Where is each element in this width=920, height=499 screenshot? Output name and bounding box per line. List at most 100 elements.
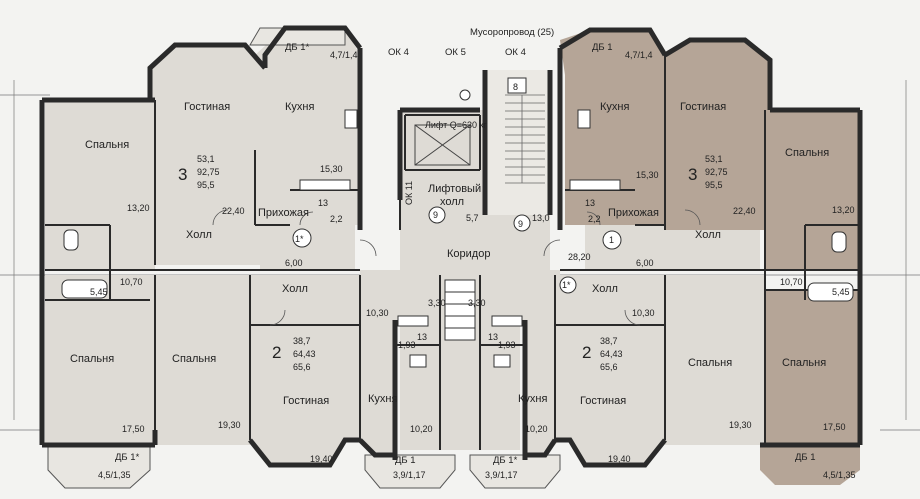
stair-number: 8 xyxy=(513,82,518,92)
tl-kitchen-label: Кухня xyxy=(285,101,314,113)
balcony-area-top-left: 4,7/1,4 xyxy=(330,50,358,60)
markers xyxy=(292,89,622,294)
tr-corridor-area: 6,00 xyxy=(636,258,654,268)
bl-wc-area: 1,93 xyxy=(398,340,416,350)
chute-label: Мусоропровод (25) xyxy=(470,27,554,38)
tl-bedroom-area: 13,20 xyxy=(127,203,150,213)
tl-living-label: Гостиная xyxy=(184,101,230,113)
tl-bedroom-label: Спальня xyxy=(85,139,129,151)
tr-marker: 1 xyxy=(609,235,614,245)
bl-area-living: 38,7 xyxy=(293,336,311,346)
br-marker: 1* xyxy=(562,280,571,290)
bl-hall-label: Холл xyxy=(282,283,308,295)
tr-bedroom-area: 13,20 xyxy=(832,205,855,215)
corridor-label: Коридор xyxy=(447,248,490,260)
stair-area: 13,0 xyxy=(532,213,550,223)
door-swings xyxy=(212,209,701,326)
balcony-area-top-right: 4,7/1,4 xyxy=(625,50,653,60)
br-kitchen-area: 10,20 xyxy=(525,424,548,434)
br-hall-area: 10,30 xyxy=(632,308,655,318)
tr-hall-area: 22,40 xyxy=(733,206,756,216)
tl-room-count: 3 xyxy=(178,165,187,184)
br-bedroom2-area: 17,50 xyxy=(823,422,846,432)
tr-small-area: 2,2 xyxy=(588,214,601,224)
ok11-label: ОК 11 xyxy=(404,181,414,205)
tr-bedroom-label: Спальня xyxy=(785,147,829,159)
tr-bath-area: 5,45 xyxy=(832,287,850,297)
bl-kitchen-area: 10,20 xyxy=(410,424,433,434)
tl-bath-area: 5,45 xyxy=(90,287,108,297)
tr-hall-label: Холл xyxy=(695,229,721,241)
br-bath-area: 3,30 xyxy=(468,298,486,308)
bl-room-count: 2 xyxy=(272,343,281,362)
bl-bedroom1-label: Спальня xyxy=(70,353,114,365)
bl-balcony-label: ДБ 1* xyxy=(115,452,140,463)
tr-wc-area: 10,70 xyxy=(780,277,803,287)
stair-steps xyxy=(505,94,545,184)
br-hall-label: Холл xyxy=(592,283,618,295)
br-bedroom2-label: Спальня xyxy=(782,357,826,369)
tr-number: 13 xyxy=(585,198,595,208)
br-bedroom1-area: 19,30 xyxy=(729,420,752,430)
tr-area-full: 95,5 xyxy=(705,180,723,190)
bl-bedroom1-area: 17,50 xyxy=(122,424,145,434)
lift-hall-label-2: холл xyxy=(440,196,464,208)
bl-bedroom2-label: Спальня xyxy=(172,353,216,365)
bl-living-area: 19,40 xyxy=(310,454,333,464)
tl-hall-label: Холл xyxy=(186,229,212,241)
br-number: 13 xyxy=(488,332,498,342)
bl-number: 13 xyxy=(417,332,427,342)
tl-marker: 1* xyxy=(295,234,304,244)
bathroom-fixtures xyxy=(61,109,854,368)
br-wc-area: 1,93 xyxy=(498,340,516,350)
stair-number-box xyxy=(507,77,527,94)
bl-kitchen-label: Кухня xyxy=(368,393,397,405)
bl-bath-area: 3,30 xyxy=(428,298,446,308)
br-balcony-label: ДБ 1 xyxy=(795,452,816,463)
tr-area-total: 92,75 xyxy=(705,167,728,177)
tl-entry-label: Прихожая xyxy=(258,207,309,219)
tr-room-count: 3 xyxy=(688,165,697,184)
br-balcony2-area: 3,9/1,17 xyxy=(485,470,518,480)
highlighted-flat xyxy=(560,30,860,485)
br-area-full: 65,6 xyxy=(600,362,618,372)
tr-vestibule-area: 28,20 xyxy=(568,252,591,262)
tl-number: 13 xyxy=(318,198,328,208)
bl-balcony2-area: 3,9/1,17 xyxy=(393,470,426,480)
ventilation-shafts xyxy=(444,279,476,341)
tl-corridor-area: 6,00 xyxy=(285,258,303,268)
tl-area-living: 53,1 xyxy=(197,154,215,164)
br-bedroom1-label: Спальня xyxy=(688,357,732,369)
bl-area-full: 65,6 xyxy=(293,362,311,372)
br-living-area: 19,40 xyxy=(608,454,631,464)
br-room-count: 2 xyxy=(582,343,591,362)
room-fills xyxy=(45,28,765,465)
tl-area-total: 92,75 xyxy=(197,167,220,177)
window-label-3: ОК 4 xyxy=(505,47,526,58)
walls xyxy=(39,25,863,468)
balcony-label-top-right: ДБ 1 xyxy=(592,42,613,53)
stair-hall-number: 9 xyxy=(518,219,523,229)
tr-kitchen-area: 15,30 xyxy=(636,170,659,180)
br-area-total: 64,43 xyxy=(600,349,623,359)
bl-balcony-area: 4,5/1,35 xyxy=(98,470,131,480)
br-area-living: 38,7 xyxy=(600,336,618,346)
lift-hall-label-1: Лифтовый xyxy=(428,183,481,195)
lift-label: Лифт Q=630 кг xyxy=(425,120,487,130)
tl-hall-area: 22,40 xyxy=(222,206,245,216)
tr-entry-label: Прихожая xyxy=(608,207,659,219)
tl-small-area: 2,2 xyxy=(330,214,343,224)
tr-living-label: Гостиная xyxy=(680,101,726,113)
bl-bedroom2-area: 19,30 xyxy=(218,420,241,430)
br-balcony-area: 4,5/1,35 xyxy=(823,470,856,480)
tl-wc-area: 10,70 xyxy=(120,277,143,287)
window-label-2: ОК 5 xyxy=(445,47,466,58)
br-living-label: Гостиная xyxy=(580,395,626,407)
window-label-1: ОК 4 xyxy=(388,47,409,58)
tr-area-living: 53,1 xyxy=(705,154,723,164)
balcony-label-top-left: ДБ 1* xyxy=(285,42,310,53)
lift-cabin xyxy=(414,124,471,166)
br-kitchen-label: Кухня xyxy=(518,393,547,405)
bl-living-label: Гостиная xyxy=(283,395,329,407)
